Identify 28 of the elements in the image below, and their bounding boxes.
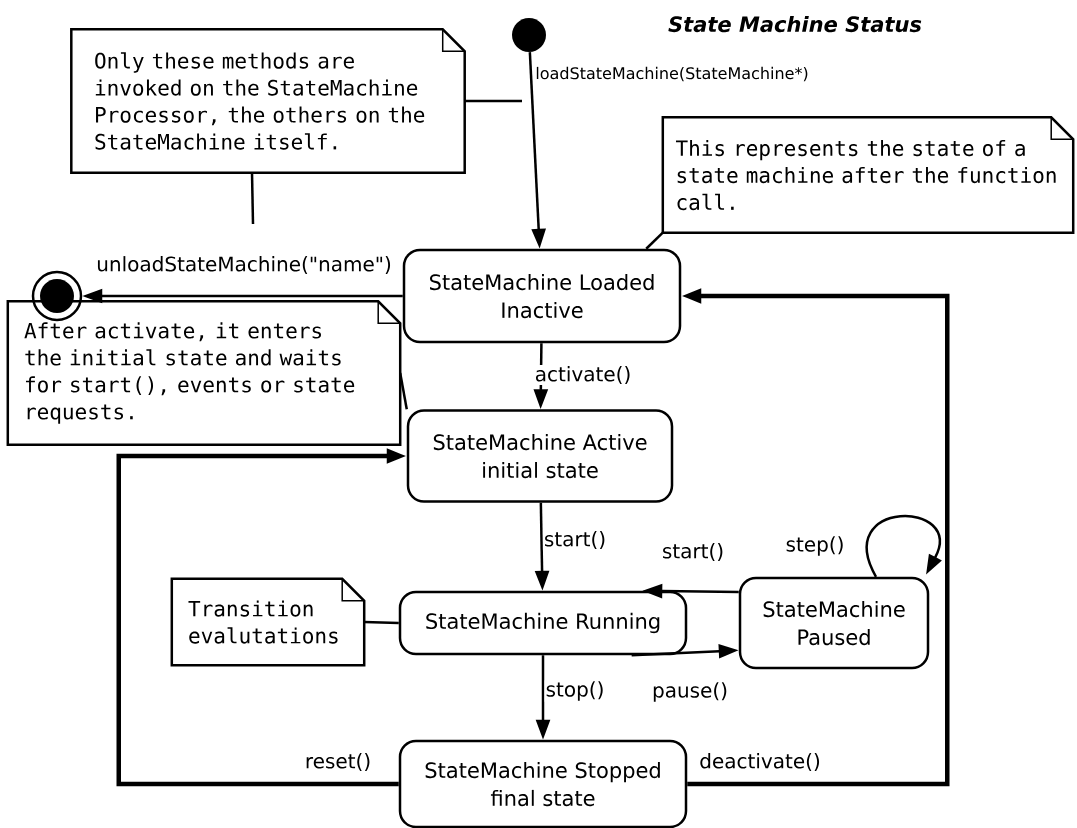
leader-line bbox=[645, 231, 664, 250]
leader-line bbox=[464, 99, 522, 103]
note-box: Only these methods are invoked on the StateMachine Processor, the others on the StateMachine itself. bbox=[70, 28, 466, 174]
edge-label: start() bbox=[542, 530, 608, 550]
state-box: StateMachine Stopped final state bbox=[398, 739, 688, 828]
edge-label: stop() bbox=[544, 680, 606, 702]
note-box: This represents the state of a state machine after the function call. bbox=[661, 116, 1075, 234]
leader-line bbox=[250, 172, 255, 225]
edge-label: start() bbox=[660, 542, 726, 562]
edge-label: activate() bbox=[533, 365, 633, 385]
edge-label: step() bbox=[784, 535, 846, 557]
note-box: After activate, it enters the initial state and waits for start(), events or state requests. bbox=[6, 300, 402, 446]
initial-state-dot bbox=[512, 18, 546, 52]
title: State Machine Status bbox=[668, 15, 922, 33]
state-box: StateMachine Loaded Inactive bbox=[402, 248, 682, 344]
edge-label: unloadStateMachine("name") bbox=[95, 255, 393, 275]
edge-label: deactivate() bbox=[698, 752, 822, 772]
state-box: StateMachine Paused bbox=[738, 576, 930, 670]
final-state-symbol bbox=[31, 270, 83, 322]
note-box: Transition evalutations bbox=[170, 577, 366, 667]
leader-line bbox=[364, 620, 399, 625]
edge-label: loadStateMachine(StateMachine*) bbox=[534, 65, 810, 83]
edge-label: reset() bbox=[303, 752, 373, 772]
state-box: StateMachine Running bbox=[398, 590, 688, 656]
state-box: StateMachine Active initial state bbox=[406, 409, 674, 503]
edge-label: pause() bbox=[651, 681, 729, 703]
leader-line bbox=[398, 372, 408, 410]
transition-arrow bbox=[865, 515, 942, 578]
